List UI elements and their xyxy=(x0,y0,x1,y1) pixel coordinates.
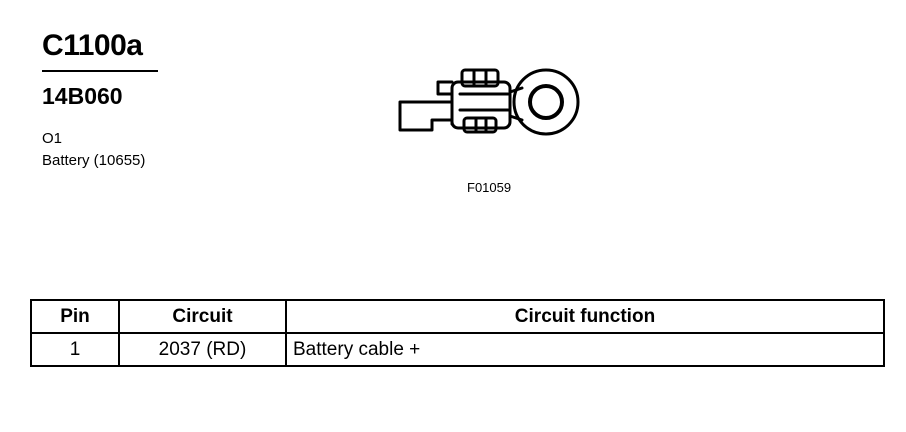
header-circuit-function: Circuit function xyxy=(285,299,885,334)
header-pin: Pin xyxy=(30,299,120,334)
connector-id: C1100a xyxy=(42,29,143,62)
battery-ring-terminal-icon xyxy=(398,68,580,136)
cell-circuit-function: Battery cable + xyxy=(285,332,885,367)
cell-circuit: 2037 (RD) xyxy=(118,332,287,367)
table-header-row: Pin Circuit Circuit function xyxy=(30,299,885,334)
header-circuit: Circuit xyxy=(118,299,287,334)
part-number: 14B060 xyxy=(42,83,123,109)
table-row: 1 2037 (RD) Battery cable + xyxy=(30,332,885,367)
pin-table: Pin Circuit Circuit function 1 2037 (RD)… xyxy=(30,299,885,367)
figure-id: F01059 xyxy=(467,180,512,195)
connector-description: Battery (10655) xyxy=(42,152,146,169)
title-underline xyxy=(42,70,158,72)
cell-pin: 1 xyxy=(30,332,120,367)
location-code: O1 xyxy=(42,130,63,147)
